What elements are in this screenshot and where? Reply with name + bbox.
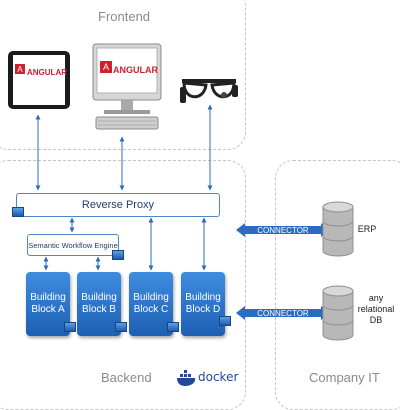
engine-container-icon [112, 250, 124, 260]
semantic-workflow-engine-box: Semantic Workflow Engine [27, 234, 119, 256]
desktop-computer-icon: A ANGULAR [92, 43, 162, 133]
svg-text:A: A [103, 62, 109, 72]
erp-connector-label: CONNECTOR [257, 225, 309, 235]
building-block-b-line1: Building [81, 292, 117, 303]
semantic-workflow-engine-label: Semantic Workflow Engine [28, 240, 118, 250]
erp-database-icon [322, 201, 354, 257]
building-block-a-line1: Building [30, 292, 66, 303]
db-connector: CONNECTOR [236, 306, 330, 320]
block-c-container-icon [167, 322, 179, 332]
erp-label: ERP [357, 224, 377, 234]
reverse-proxy-box: Reverse Proxy [16, 193, 220, 217]
tablet-icon: A ANGULAR [7, 50, 71, 112]
block-a-container-icon [64, 322, 76, 332]
erp-connector: CONNECTOR [236, 223, 330, 237]
block-d-container-icon [219, 316, 231, 326]
building-block-b: Building Block B [77, 272, 121, 336]
block-b-container-icon [115, 322, 127, 332]
proxy-container-icon [12, 207, 24, 217]
docker-logo-text: docker [198, 370, 239, 384]
backend-group-title: Backend [101, 370, 152, 385]
building-block-c: Building Block C [129, 272, 173, 336]
company-it-group-title: Company IT [309, 370, 380, 385]
tablet-angular-logo-text: ANGULAR [27, 68, 67, 77]
connection-lines [35, 104, 213, 271]
building-block-d-line1: Building [185, 292, 221, 303]
building-block-c-line1: Building [133, 292, 169, 303]
building-block-d: Building Block D [181, 272, 225, 336]
building-block-d-line2: Block D [185, 304, 221, 315]
relational-db-label: any relational DB [356, 293, 396, 326]
relational-db-label-line1: any [368, 293, 384, 303]
reverse-proxy-label: Reverse Proxy [81, 199, 155, 211]
docker-logo: docker [176, 368, 238, 388]
relational-db-label-line2: relational [357, 304, 395, 314]
desktop-angular-logo-text: ANGULAR [113, 65, 158, 75]
relational-db-label-line3: DB [369, 315, 383, 325]
building-block-a: Building Block A [26, 272, 70, 336]
smart-glasses-icon [180, 73, 238, 107]
svg-text:A: A [17, 65, 23, 74]
building-block-a-line2: Block A [31, 304, 65, 315]
relational-database-icon [322, 285, 354, 341]
building-block-b-line2: Block B [82, 304, 116, 315]
building-block-c-line2: Block C [133, 304, 169, 315]
db-connector-label: CONNECTOR [257, 308, 309, 318]
frontend-group-title: Frontend [98, 9, 151, 24]
